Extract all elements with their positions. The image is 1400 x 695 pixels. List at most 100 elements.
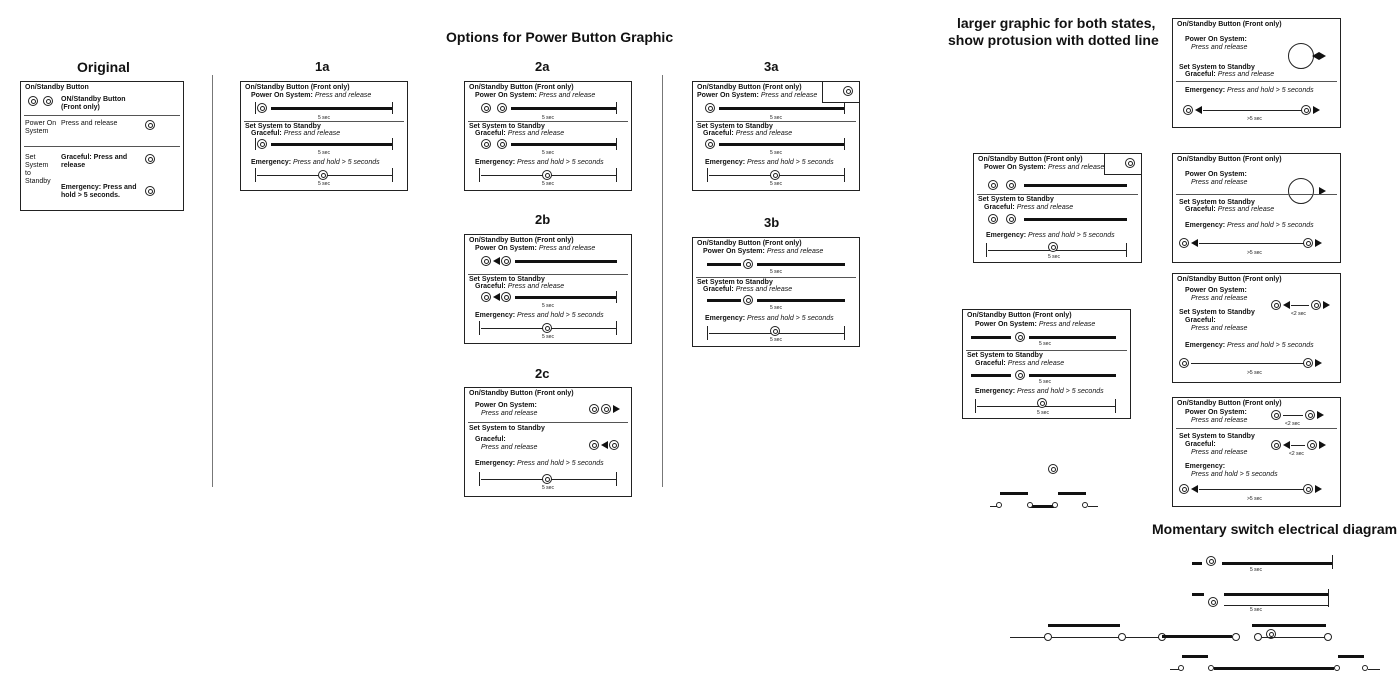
set-standby-label: Set System to Standby: [697, 279, 773, 286]
divider-right: [662, 75, 663, 487]
power-button-pressed-icon: [1303, 358, 1313, 368]
time-label: 5 sec: [1048, 254, 1060, 260]
power-button-icon: [1271, 410, 1281, 420]
option-3a-panel: On/Standby Button (Front only) Power On …: [692, 81, 860, 191]
time-label: 5 sec: [770, 150, 782, 156]
set-standby-label: Set System to Standby: [1179, 309, 1255, 316]
press-bar: [511, 143, 617, 146]
time-label: >5 sec: [1247, 250, 1262, 256]
large-panel-3: On/Standby Button (Front only) Power On …: [1172, 273, 1341, 383]
large-panel-2: On/Standby Button (Front only) Power On …: [1172, 153, 1341, 263]
arrow-right-icon: [1319, 187, 1326, 195]
separator: [24, 115, 180, 116]
time-label: 5 sec: [542, 485, 554, 491]
power-on-label: Power On System:: [1185, 171, 1247, 178]
original-power-on: Power On: [25, 120, 57, 127]
press-bar: [515, 296, 617, 299]
set-standby-label: Set System to Standby: [469, 276, 545, 283]
emergency-label: Emergency: Press and hold > 5 seconds: [705, 159, 834, 166]
original-release: release: [61, 162, 86, 169]
press-bar: [1029, 374, 1116, 377]
press-release-label: Press and release: [1191, 295, 1248, 302]
time-label: <2 sec: [1285, 421, 1300, 427]
graceful-label: Graceful:: [475, 436, 506, 443]
power-button-icon: [481, 103, 491, 113]
arrow-right-icon: [1317, 411, 1324, 419]
press-release-label: Press and release: [1191, 44, 1248, 51]
power-button-pressed-icon: [1006, 214, 1016, 224]
emergency-label: Emergency: Press and hold > 5 seconds: [986, 232, 1115, 239]
power-button-icon: [1271, 300, 1281, 310]
power-button-pressed-icon: [609, 440, 619, 450]
hand-press-icon: [770, 170, 780, 180]
hand-press-icon: [743, 295, 753, 305]
power-on-label: Power On System: Press and release: [975, 321, 1096, 328]
press-release-label: Press and release: [481, 444, 538, 451]
panel-title: On/Standby Button (Front only): [1177, 276, 1282, 283]
power-button-pressed-icon: [601, 404, 611, 414]
variant-panel-b: On/Standby Button (Front only) Power On …: [962, 309, 1131, 419]
large-power-button-icon: [1288, 43, 1314, 69]
divider-left: [212, 75, 213, 487]
press-bar: [1029, 336, 1116, 339]
time-label: 5 sec: [542, 115, 554, 121]
power-button-icon: [481, 256, 491, 266]
emergency-label: Emergency: Press and hold > 5 seconds: [475, 159, 604, 166]
panel-title: On/Standby Button (Front only): [469, 237, 574, 244]
power-button-icon: [1183, 105, 1193, 115]
set-standby-label: Set System to Standby: [1179, 433, 1255, 440]
press-bar: [271, 107, 393, 110]
time-label: 5 sec: [770, 305, 782, 311]
power-on-label: Power On System: Press and release: [703, 248, 824, 255]
power-button-icon: [318, 170, 328, 180]
option-1a-heading: 1a: [315, 59, 330, 74]
power-button-pressed-icon: [501, 292, 511, 302]
arrow-right-icon: [1315, 359, 1322, 367]
original-heading: Original: [77, 59, 130, 75]
power-button-pressed-icon: [1311, 300, 1321, 310]
press-bar: [515, 260, 617, 263]
panel-title: On/Standby Button (Front only): [1177, 156, 1282, 163]
panel-title: On/Standby Button (Front only): [697, 84, 802, 91]
graceful-label: Graceful: Press and release: [975, 360, 1065, 367]
graceful-label: Graceful: Press and release: [703, 130, 793, 137]
time-label: 5 sec: [318, 115, 330, 121]
hand-press-icon: [1015, 370, 1025, 380]
arrow-right-icon: [613, 405, 620, 413]
arrow-right-icon: [1319, 52, 1326, 60]
original-graceful: Graceful: Press and: [61, 154, 128, 161]
time-label: >5 sec: [1247, 370, 1262, 376]
short-arrow-line: [1291, 445, 1305, 446]
time-label: 5 sec: [1250, 567, 1262, 573]
bar-segment: [971, 374, 1011, 377]
short-arrow-line: [1283, 415, 1303, 416]
original-hold: hold > 5 seconds.: [61, 192, 120, 199]
hand-press-icon: [843, 86, 853, 96]
power-button-pressed-icon: [1303, 484, 1313, 494]
power-button-icon: [589, 404, 599, 414]
original-system: System: [25, 128, 49, 135]
power-button-icon: [988, 214, 998, 224]
graceful-label: Graceful: Press and release: [1185, 71, 1275, 78]
option-3b-panel: On/Standby Button (Front only) Power On …: [692, 237, 860, 347]
power-on-label: Power On System:: [475, 402, 537, 409]
option-2b-panel: On/Standby Button (Front only) Power On …: [464, 234, 632, 344]
original-panel: On/Standby Button ON/Standby Button (Fro…: [20, 81, 184, 211]
press-release-label: Press and release: [1191, 417, 1248, 424]
arrow-left-icon: [1283, 441, 1290, 449]
panel-title: On/Standby Button (Front only): [978, 156, 1083, 163]
graceful-label: Graceful:: [1185, 441, 1216, 448]
option-2a-heading: 2a: [535, 59, 550, 74]
arrow-right-icon: [1315, 485, 1322, 493]
hand-press-icon: [705, 103, 715, 113]
set-standby-label: Set System to Standby: [1179, 64, 1255, 71]
arrow-left-icon: [1195, 106, 1202, 114]
press-bar: [271, 143, 393, 146]
hold-arrow-line: [988, 250, 1127, 251]
panel-title: On/Standby Button (Front only): [245, 84, 350, 91]
time-label: >5 sec: [1247, 496, 1262, 502]
graceful-label: Graceful:: [1185, 317, 1216, 324]
emergency-label: Emergency:: [1185, 463, 1226, 470]
hand-press-icon: [1208, 597, 1218, 607]
time-label: 5 sec: [1250, 607, 1262, 613]
